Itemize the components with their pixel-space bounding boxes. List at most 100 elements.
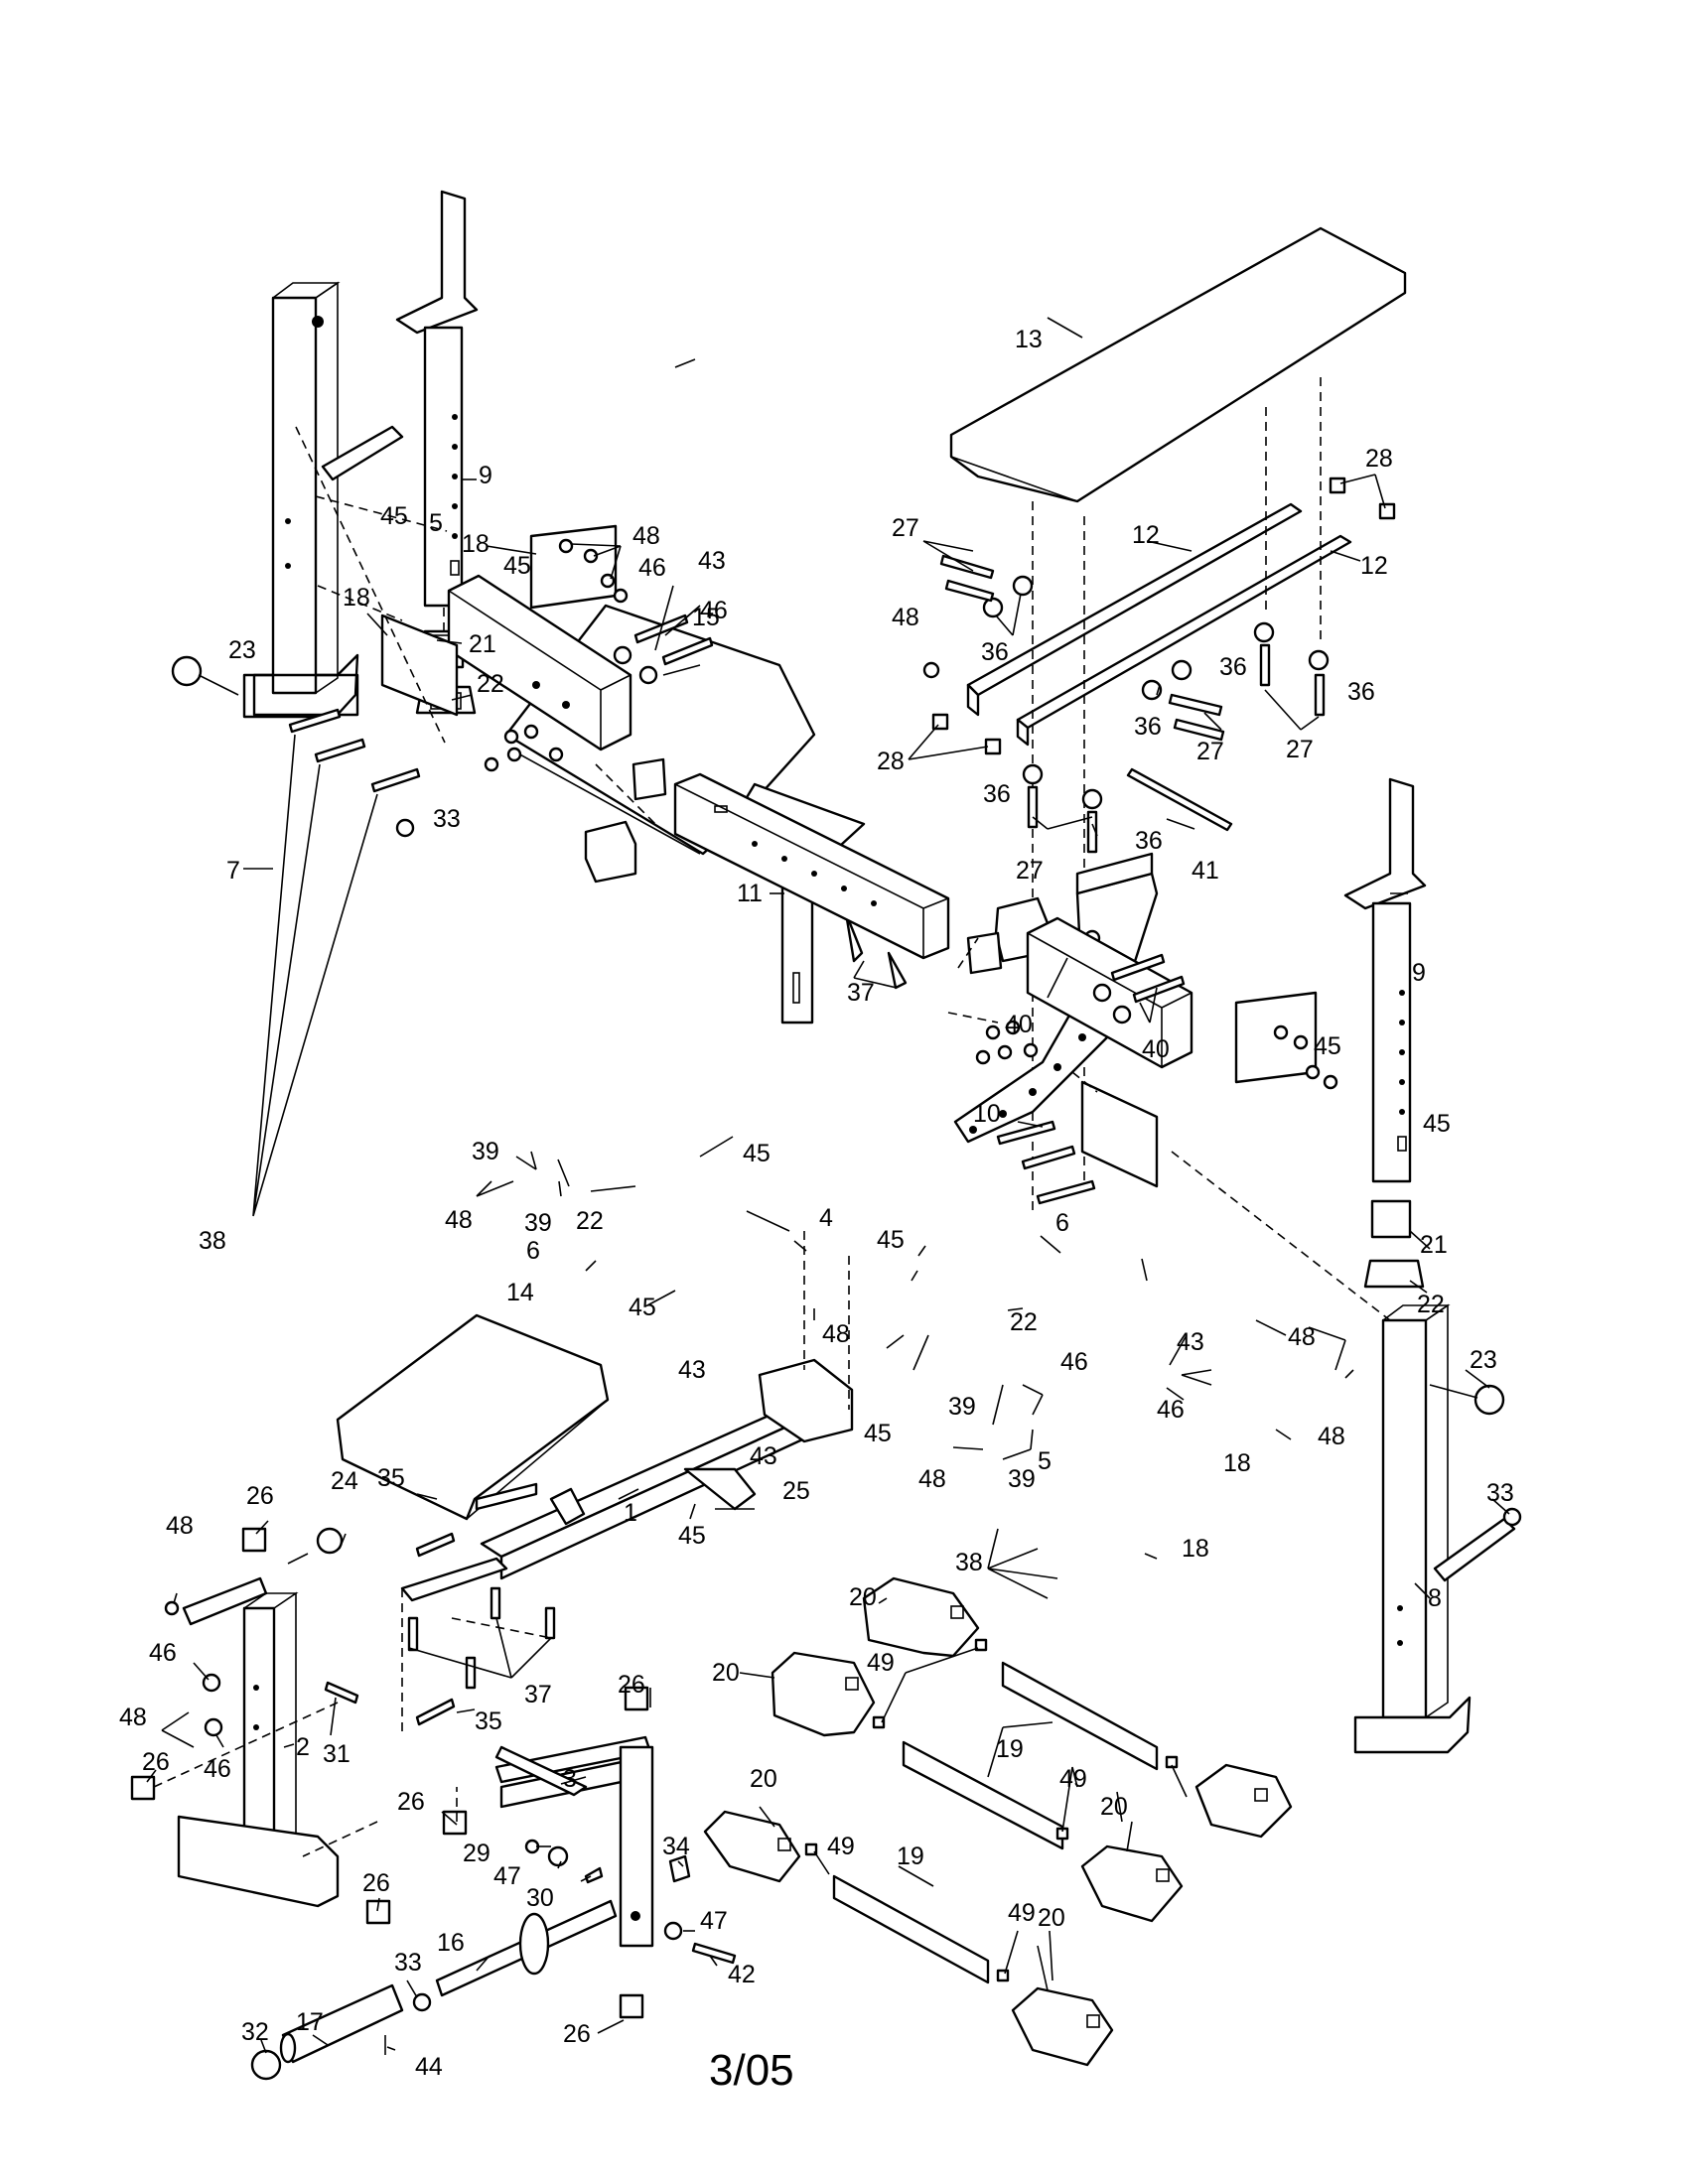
callout-6-right: 6 — [1055, 1209, 1069, 1237]
callout-48-a: 48 — [632, 522, 660, 550]
callout-4: 4 — [819, 1204, 833, 1232]
part-33-cap-left — [395, 818, 415, 838]
callout-20-e: 20 — [1038, 1904, 1065, 1932]
callout-18-c: 18 — [1223, 1449, 1251, 1477]
callout-20-d: 20 — [750, 1765, 777, 1793]
callout-36-e: 36 — [983, 780, 1011, 808]
callout-5-right: 5 — [1038, 1447, 1052, 1475]
callout-19-b: 19 — [897, 1843, 924, 1870]
part-19-tube-b — [902, 1740, 1064, 1850]
part-38-bolts-left — [288, 708, 421, 793]
part-20-roller-e — [703, 1810, 801, 1883]
callout-46-f: 46 — [204, 1755, 231, 1783]
callout-8: 8 — [1428, 1584, 1442, 1612]
callout-22-center-left: 22 — [576, 1207, 604, 1235]
part-33-cap-bar — [412, 1992, 432, 2012]
callout-18-d: 18 — [1182, 1535, 1209, 1563]
callout-45-c: 45 — [743, 1140, 771, 1167]
callout-48-b: 48 — [445, 1206, 473, 1234]
part-16-bar — [435, 1899, 618, 1997]
callout-39-a: 39 — [472, 1138, 499, 1165]
callout-12-b: 12 — [1360, 552, 1388, 580]
callout-49-c: 49 — [827, 1833, 855, 1860]
callout-49-b: 49 — [1059, 1765, 1087, 1793]
part-18-plate-a — [529, 524, 618, 610]
part-31-bolt — [324, 1681, 359, 1705]
callout-36-a: 36 — [981, 638, 1009, 666]
callout-2: 2 — [296, 1733, 310, 1761]
callout-14: 14 — [506, 1279, 534, 1306]
callout-36-f: 36 — [1135, 827, 1163, 855]
part-24-knob — [287, 1527, 344, 1565]
callout-45-b: 45 — [503, 552, 531, 580]
part-19-tube-a — [1001, 1661, 1159, 1771]
callout-27-c: 27 — [1286, 736, 1314, 763]
part-22-cap-right — [1363, 1259, 1425, 1289]
part-1-seat-frame — [400, 1358, 854, 1602]
callout-27-a: 27 — [892, 514, 919, 542]
callout-12-a: 12 — [1132, 521, 1160, 549]
callout-35-a: 35 — [377, 1464, 405, 1492]
part-46-43-right — [1092, 953, 1186, 1024]
callout-49-d: 49 — [1008, 1899, 1036, 1927]
part-37-bolts-upper — [844, 911, 908, 990]
part-37-bolts-lower — [407, 1586, 556, 1690]
callout-48-h: 48 — [119, 1704, 147, 1731]
callout-25: 25 — [782, 1477, 810, 1505]
part-18-plate-d — [1080, 1080, 1159, 1188]
part-7-left-post — [242, 281, 404, 719]
callout-27-d: 27 — [1016, 857, 1044, 885]
callout-40-a: 40 — [1005, 1011, 1033, 1038]
part-9-right-upright — [1343, 777, 1427, 1183]
part-23-knob-left — [171, 655, 239, 696]
callout-38-left: 38 — [199, 1227, 226, 1255]
callout-38-right: 38 — [955, 1549, 983, 1576]
callout-45-g: 45 — [678, 1522, 706, 1550]
part-2-front-leg — [177, 1576, 340, 1908]
part-42-bolt — [691, 1942, 737, 1965]
callout-26-e: 26 — [397, 1788, 425, 1816]
callout-24: 24 — [331, 1467, 358, 1495]
callout-43-a: 43 — [698, 547, 726, 575]
callout-46-b: 46 — [700, 597, 728, 624]
part-28-caps-upper — [931, 477, 1396, 755]
part-22-cap-center-left — [632, 757, 667, 801]
part-20-roller-d — [1080, 1844, 1184, 1923]
callout-46-e: 46 — [149, 1639, 177, 1667]
part-25-pin-handle — [683, 1467, 757, 1511]
part-30-spacer — [584, 1866, 604, 1884]
callout-44: 44 — [415, 2053, 443, 2081]
part-23-knob-right — [1429, 1384, 1505, 1416]
part-20-roller-c — [1194, 1763, 1293, 1839]
callout-22-left: 22 — [477, 670, 504, 698]
callout-48-c: 48 — [822, 1320, 850, 1348]
callout-30: 30 — [526, 1884, 554, 1912]
callout-31: 31 — [323, 1740, 351, 1768]
callout-7: 7 — [226, 857, 240, 885]
part-47-washer-left — [547, 1845, 569, 1867]
part-46-washer-front-b — [204, 1717, 223, 1737]
part-20-roller-a — [862, 1576, 980, 1658]
callout-49-a: 49 — [867, 1649, 895, 1677]
part-27-bolts-upper — [939, 554, 1326, 854]
callout-18-b: 18 — [343, 584, 370, 612]
callout-43-b: 43 — [678, 1356, 706, 1384]
part-12-rails — [966, 502, 1352, 747]
callout-33-left: 33 — [433, 805, 461, 833]
callout-37-upper: 37 — [847, 979, 875, 1007]
part-19-tube-c — [832, 1874, 990, 1984]
callout-36-b: 36 — [1219, 653, 1247, 681]
part-39-nuts-right — [975, 1020, 1039, 1065]
callout-47-b: 47 — [700, 1907, 728, 1935]
callout-48-d: 48 — [1288, 1323, 1316, 1351]
callout-43-c: 43 — [1177, 1328, 1204, 1356]
callout-20-a: 20 — [849, 1583, 877, 1611]
callout-28-lower: 28 — [877, 748, 905, 775]
part-4-main-tube — [673, 772, 950, 960]
callout-23-right: 23 — [1470, 1346, 1497, 1374]
callout-39-c: 39 — [948, 1393, 976, 1421]
callout-45-d: 45 — [629, 1294, 656, 1321]
part-49-caps — [804, 1638, 1179, 1982]
callout-20-b: 20 — [712, 1659, 740, 1687]
callout-46-d: 46 — [1157, 1396, 1185, 1424]
